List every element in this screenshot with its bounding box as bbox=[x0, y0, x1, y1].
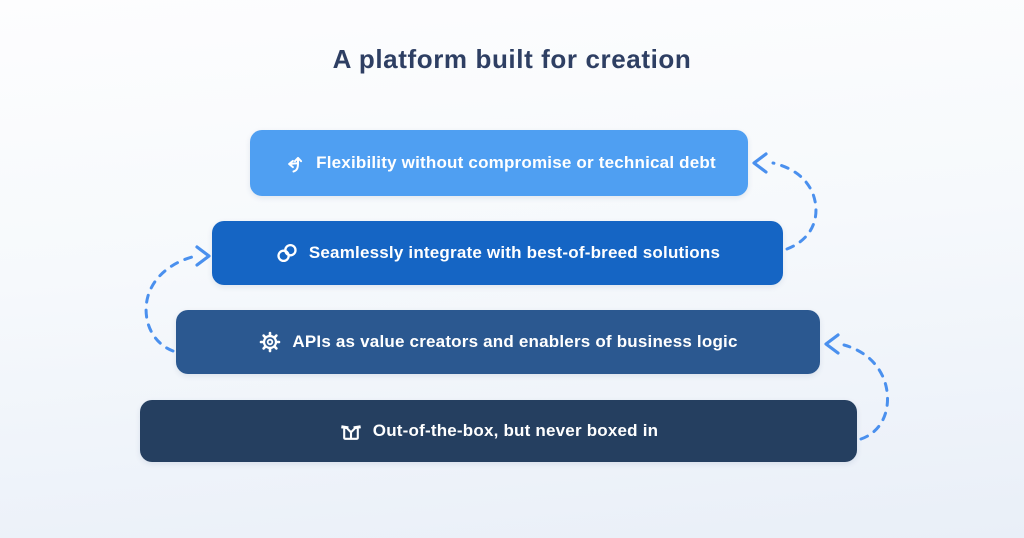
pillar-label: APIs as value creators and enablers of b… bbox=[292, 332, 738, 351]
pillar-bar-apis: APIs as value creators and enablers of b… bbox=[176, 310, 820, 374]
link-icon bbox=[275, 241, 299, 265]
pillar-bar-integrations: Seamlessly integrate with best-of-breed … bbox=[212, 221, 783, 285]
page-title: A platform built for creation bbox=[332, 44, 692, 74]
split-arrow-icon bbox=[282, 151, 306, 175]
pillar-bar-flexibility: Flexibility without compromise or techni… bbox=[250, 130, 748, 196]
pillar-label: Seamlessly integrate with best-of-breed … bbox=[308, 243, 721, 262]
open-box-icon bbox=[339, 419, 363, 443]
pillar-bar-out-of-the-box: Out-of-the-box, but never boxed in bbox=[140, 400, 857, 462]
gear-icon bbox=[258, 330, 282, 354]
pillar-label: Out-of-the-box, but never boxed in bbox=[372, 421, 659, 440]
pillar-label: Flexibility without compromise or techni… bbox=[316, 153, 716, 172]
